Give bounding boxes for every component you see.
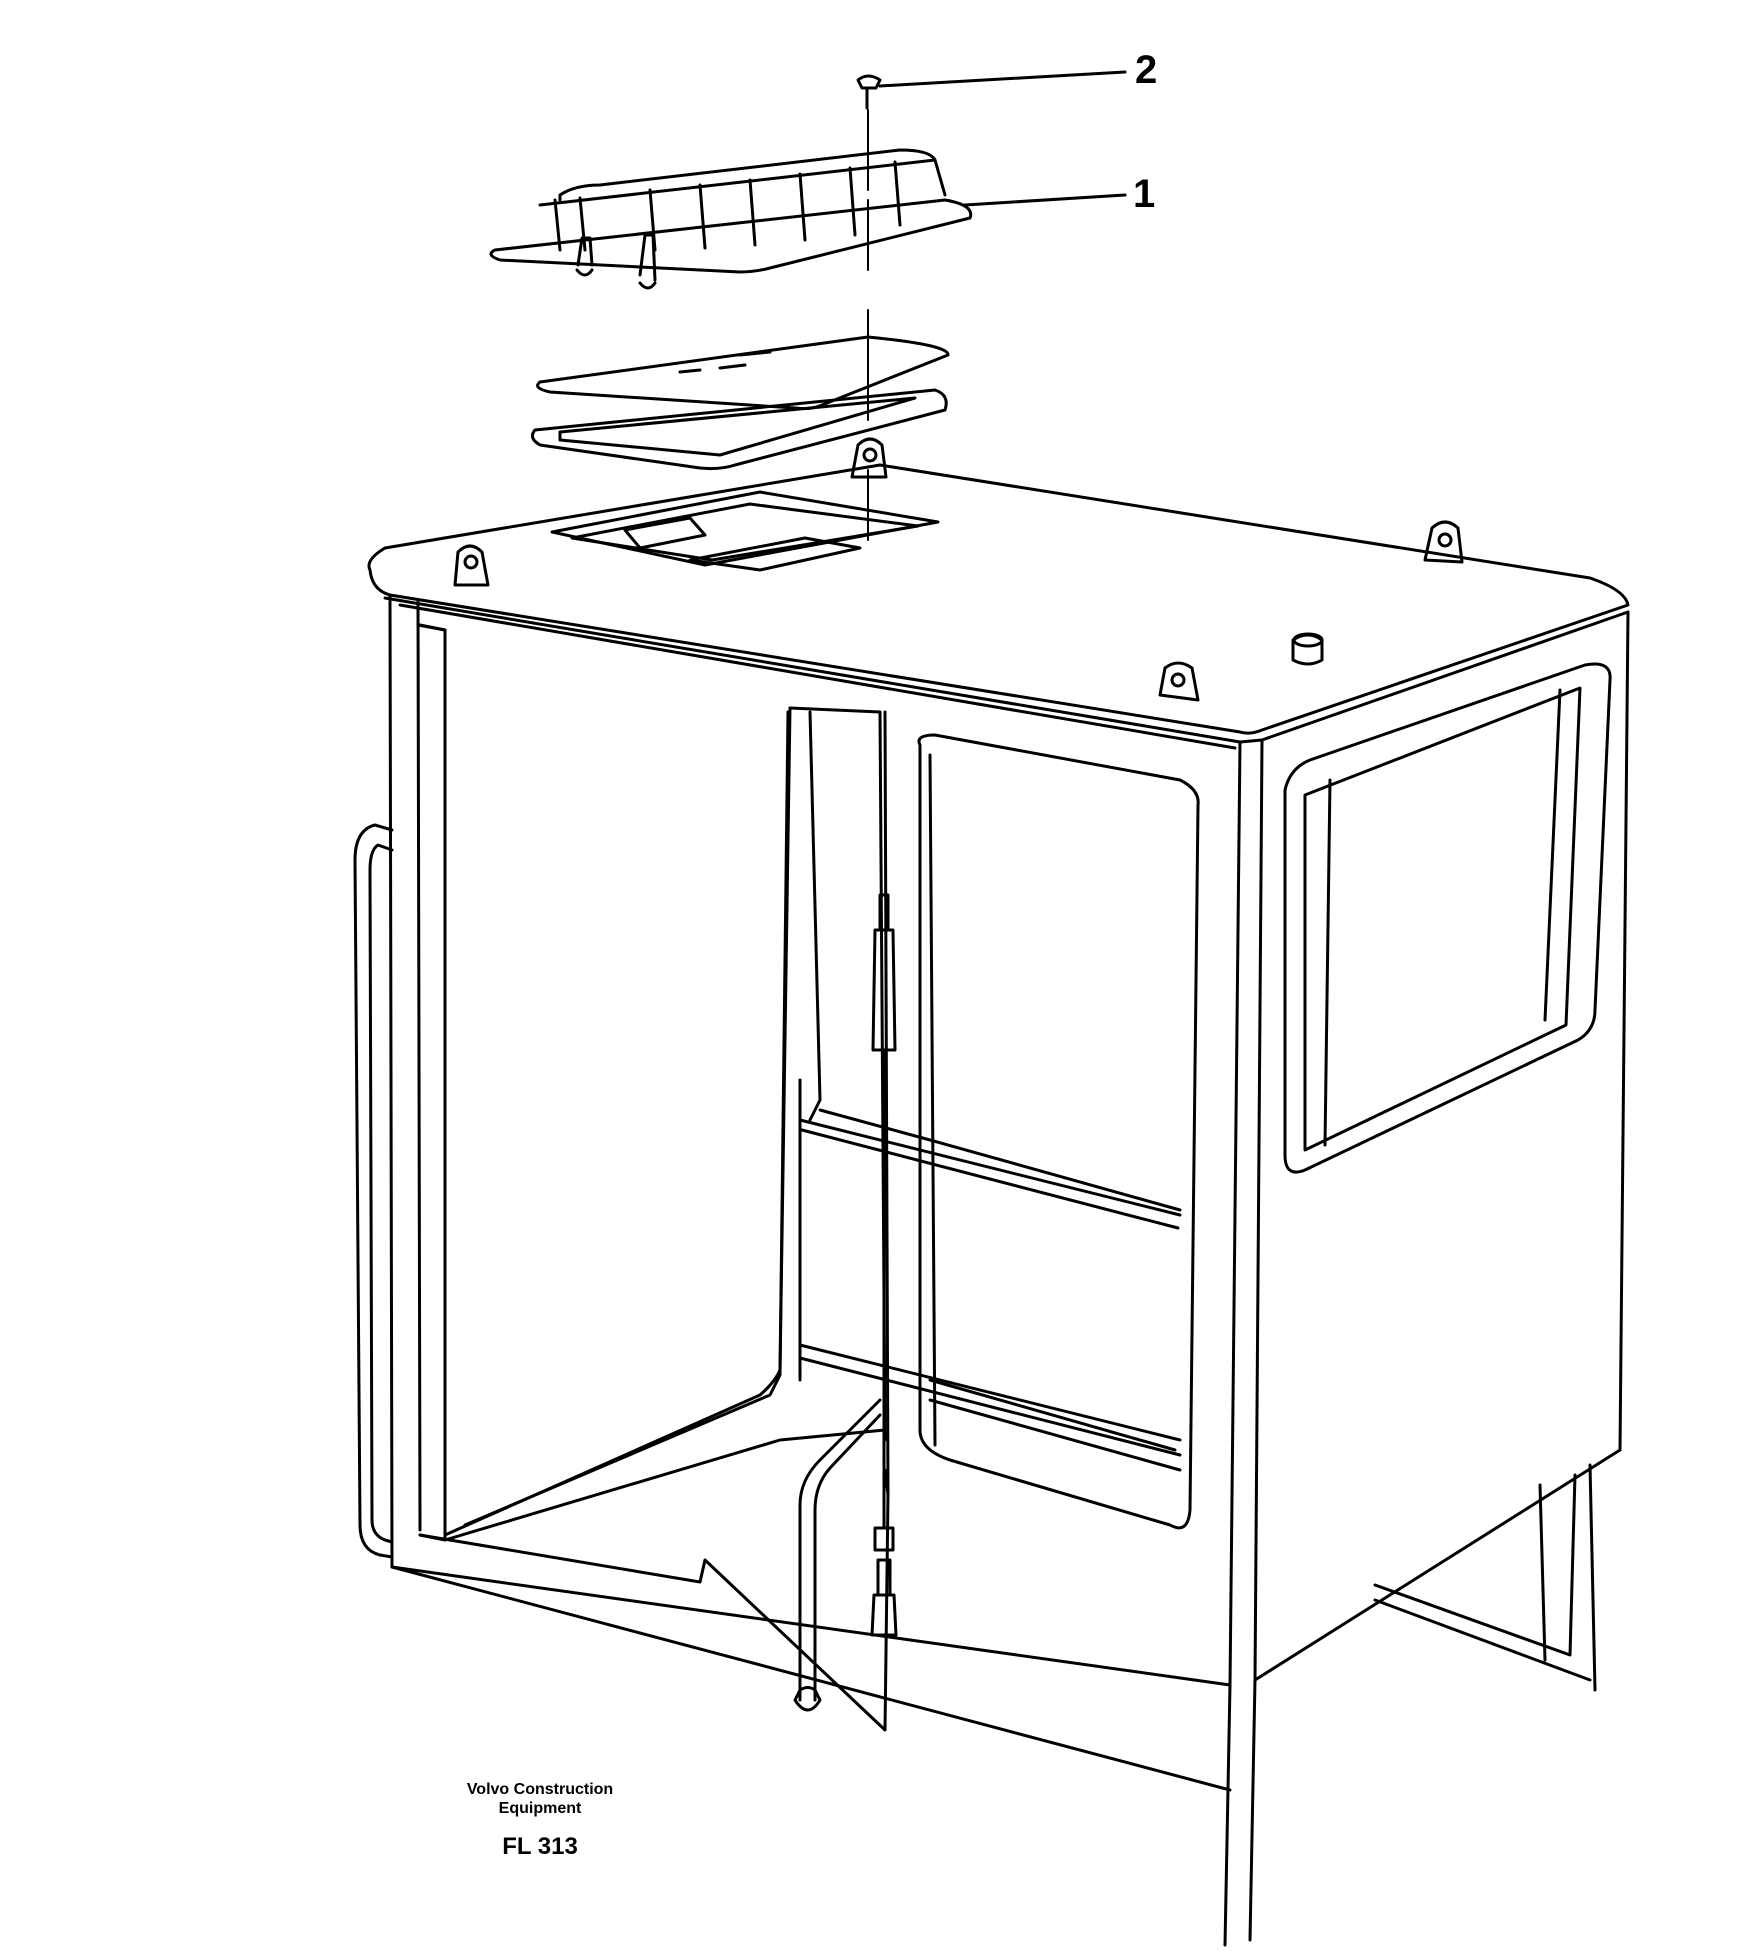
- door-strut: [870, 893, 898, 1637]
- lifting-eye-front-left: [453, 544, 490, 587]
- hatch-guard-grille: [489, 148, 973, 290]
- leader-line-1: [963, 193, 1127, 207]
- side-window: [1283, 662, 1612, 1174]
- roof-hatch-opening: [550, 490, 940, 572]
- grab-handle: [353, 823, 394, 1559]
- floor-pipe: [793, 1398, 882, 1712]
- roof-antenna-base: [1291, 632, 1324, 666]
- front-opening: [418, 706, 1182, 1732]
- hatch-glass: [536, 335, 950, 411]
- leader-line-2: [878, 70, 1127, 88]
- callout-number-2: 2: [1135, 48, 1158, 92]
- lifting-eye-front-right: [1158, 661, 1200, 702]
- manufacturer-credit-line-1: Volvo Construction: [466, 1781, 614, 1798]
- callout-number-1: 1: [1133, 172, 1156, 216]
- cab-roof: [367, 463, 1630, 750]
- hatch-screw: [856, 74, 882, 110]
- manufacturer-credit-line-2: Equipment: [498, 1800, 582, 1817]
- lifting-eye-rear-right: [1423, 520, 1464, 564]
- figure-code: FL 313: [502, 1833, 578, 1860]
- cab-underframe: [1223, 1463, 1597, 1947]
- cab-door: [883, 710, 1200, 1530]
- lifting-eye-rear: [850, 437, 888, 479]
- cab-body: [388, 593, 1630, 1792]
- rear-frame-beam: [798, 1078, 1182, 1457]
